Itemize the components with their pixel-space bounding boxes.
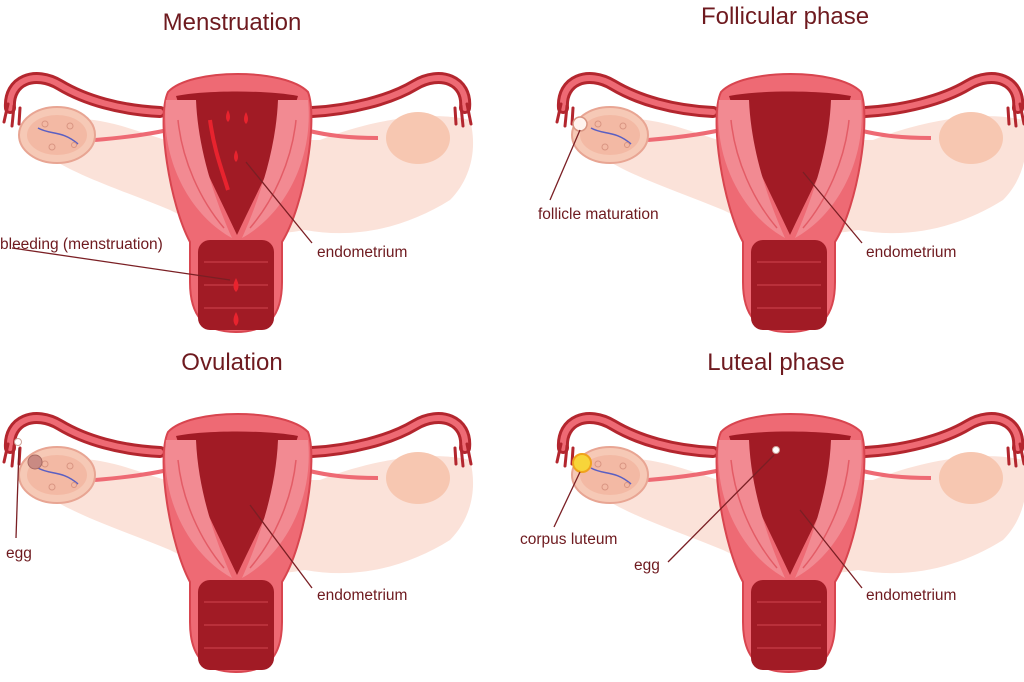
label-egg: egg [634, 557, 660, 574]
panel-title: Luteal phase [707, 349, 844, 376]
label-egg: egg [6, 545, 32, 562]
label-endometrium: endometrium [317, 244, 407, 261]
ruptured-follicle [27, 454, 43, 470]
leader-corpus [553, 471, 581, 528]
panel-luteal: Luteal phase corpus luteum egg endometri… [520, 349, 1024, 672]
label-follicle: follicle maturation [538, 206, 659, 223]
leader-egg [667, 454, 775, 563]
panel-title: Menstruation [163, 9, 302, 36]
panel-title: Ovulation [181, 349, 282, 376]
leader-egg [15, 447, 20, 539]
label-endometrium: endometrium [866, 587, 956, 604]
panel-title: Follicular phase [701, 3, 869, 30]
label-endometrium: endometrium [317, 587, 407, 604]
leader-bleeding [11, 247, 231, 281]
egg-icon [772, 446, 780, 454]
leader-endometrium [799, 509, 863, 589]
leader-endometrium [249, 504, 313, 589]
panel-ovulation: Ovulation egg endometrium [4, 349, 473, 672]
egg-icon [14, 438, 22, 446]
leader-endometrium [245, 161, 313, 244]
maturing-follicle [572, 116, 588, 132]
label-corpus: corpus luteum [520, 531, 617, 548]
label-endometrium: endometrium [866, 244, 956, 261]
label-bleeding: bleeding (menstruation) [0, 236, 163, 253]
panel-menstruation: Menstruation endometrium bleeding (menst… [0, 9, 473, 332]
leader-follicle [549, 129, 581, 201]
leader-endometrium [802, 171, 863, 244]
bleeding-drops [208, 110, 248, 326]
corpus-luteum [572, 453, 592, 473]
panel-follicular: Follicular phase follicle maturation end… [538, 3, 1024, 332]
